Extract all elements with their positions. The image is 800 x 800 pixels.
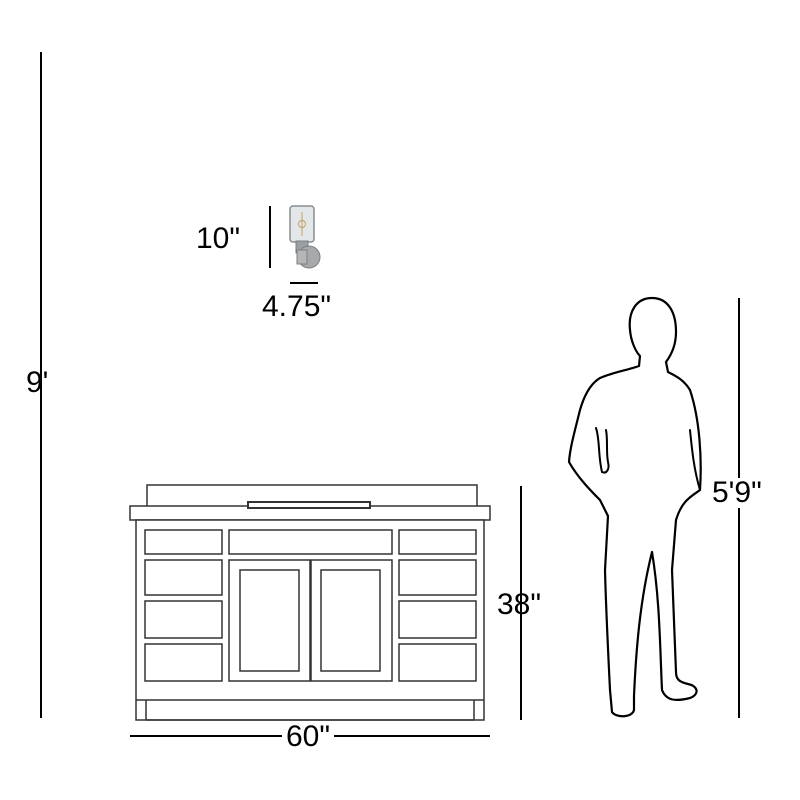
drawer-left-4 (144, 643, 223, 682)
drawer-left-2 (144, 559, 223, 596)
drawer-right-2 (398, 559, 477, 596)
person-arm-detail (595, 427, 610, 474)
drawer-left-1 (144, 529, 223, 555)
drawer-center (228, 529, 393, 555)
fixture-height-label: 10" (196, 222, 241, 255)
drawer-right-4 (398, 643, 477, 682)
drawer-right-3 (398, 600, 477, 639)
person-silhouette (567, 296, 702, 718)
ceiling-height-label: 9' (26, 366, 49, 399)
vanity (129, 484, 491, 721)
wall-sconce (269, 205, 321, 284)
vanity-sink (247, 501, 371, 509)
person-height-label: 5'9" (712, 476, 762, 509)
door-right (310, 559, 393, 682)
vanity-height-label: 38" (497, 588, 542, 621)
fixture-width-label: 4.75" (262, 290, 332, 323)
door-left (228, 559, 311, 682)
vanity-width-label: 60" (282, 722, 335, 752)
drawer-right-1 (398, 529, 477, 555)
drawer-left-3 (144, 600, 223, 639)
